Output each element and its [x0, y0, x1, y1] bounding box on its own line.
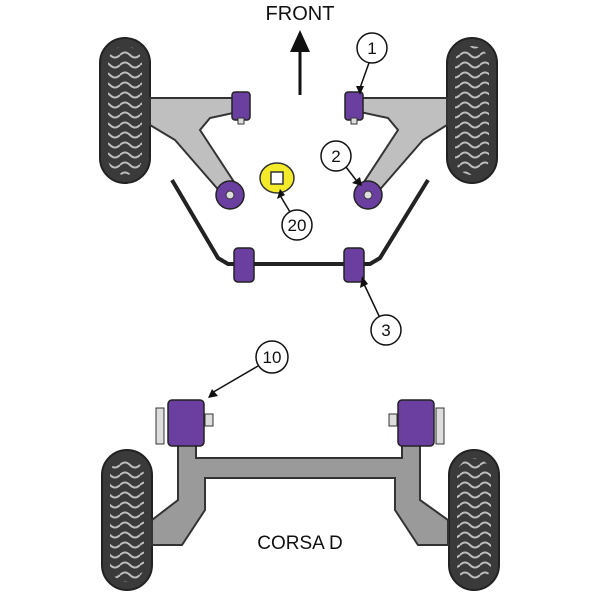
anti-roll-bar	[170, 178, 430, 266]
callout-3: 3	[360, 276, 402, 346]
rear-right-tyre-icon	[448, 449, 500, 591]
front-right-tyre-icon	[446, 37, 498, 184]
left-wishbone-arm	[149, 97, 240, 196]
front-left-tyre-icon	[99, 37, 151, 184]
engine-mount-insert-icon	[259, 162, 295, 194]
model-label: CORSA D	[257, 533, 343, 554]
callout-1: 1	[356, 32, 388, 95]
callout-number: 1	[367, 39, 376, 58]
callout-2: 2	[320, 140, 362, 186]
right-anti-roll-bar-bush-icon	[343, 247, 365, 283]
left-rear-wishbone-bush-icon	[215, 180, 245, 210]
callout-number: 20	[288, 216, 307, 235]
left-anti-roll-bar-bush-icon	[233, 247, 255, 283]
rear-twist-beam	[151, 439, 449, 546]
rear-left-beam-bush-icon	[155, 399, 214, 447]
callout-number: 3	[381, 321, 390, 340]
callout-10: 10	[208, 340, 289, 398]
front-label: FRONT	[266, 3, 335, 25]
right-rear-wishbone-bush-icon	[353, 180, 383, 210]
callout-20: 20	[277, 189, 313, 241]
left-front-wishbone-bush-icon	[231, 91, 251, 125]
rear-left-tyre-icon	[101, 449, 153, 591]
front-arrow-icon	[290, 30, 310, 95]
right-wishbone-arm	[358, 97, 448, 196]
callout-number: 2	[331, 147, 340, 166]
right-front-wishbone-bush-icon	[344, 91, 364, 125]
callout-number: 10	[263, 348, 282, 367]
rear-right-beam-bush-icon	[388, 399, 445, 447]
